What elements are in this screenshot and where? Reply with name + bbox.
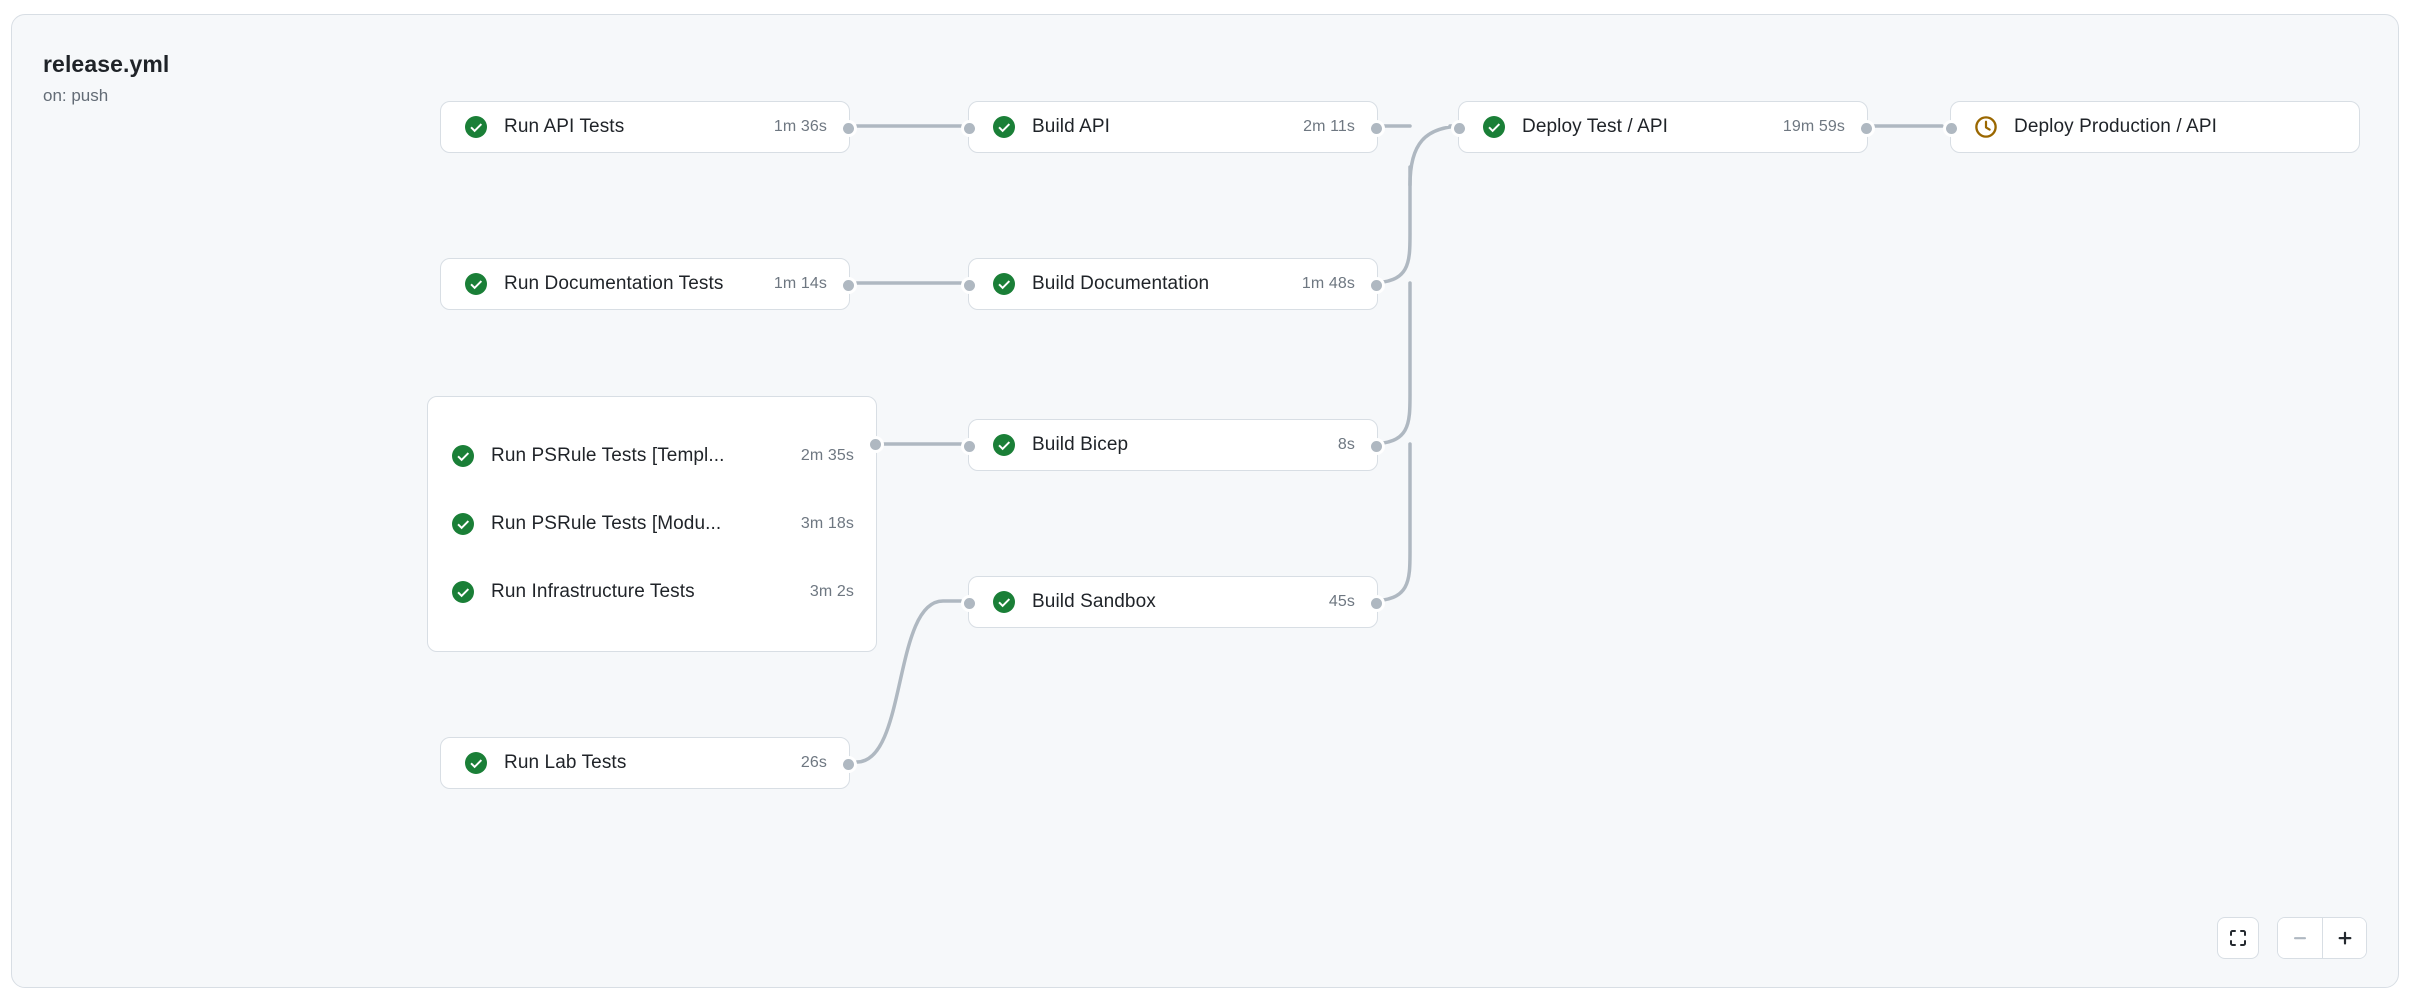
node-label: Deploy Test / API [1522, 116, 1669, 137]
workflow-header: release.yml on: push [43, 49, 169, 108]
node-label: Run Lab Tests [504, 752, 627, 773]
fit-view-icon [2230, 930, 2246, 946]
check-circle-icon [465, 752, 487, 774]
output-handle[interactable] [1368, 277, 1385, 294]
node-label: Run Documentation Tests [504, 273, 724, 294]
check-circle-icon [465, 273, 487, 295]
check-circle-icon [465, 116, 487, 138]
node-duration: 26s [800, 754, 827, 771]
input-handle[interactable] [1943, 120, 1960, 137]
zoom-button-group [2277, 917, 2367, 959]
node-duration: 1m 14s [773, 275, 827, 292]
output-handle[interactable] [1368, 595, 1385, 612]
check-circle-icon [452, 581, 474, 603]
clock-icon [1975, 116, 1997, 138]
node-deploy-production-api[interactable]: Deploy Production / API [1943, 101, 2360, 153]
input-handle[interactable] [961, 277, 978, 294]
input-handle[interactable] [1451, 120, 1468, 137]
workflow-trigger: on: push [43, 86, 109, 106]
node-build-sandbox[interactable]: Build Sandbox 45s [961, 576, 1385, 628]
output-handle[interactable] [867, 436, 884, 453]
zoom-in-button[interactable] [2322, 918, 2366, 958]
workflow-title: release.yml [43, 51, 170, 77]
workflow-canvas[interactable]: release.yml on: push [11, 14, 2399, 988]
node-label: Build Documentation [1032, 273, 1210, 294]
node-deploy-test-api[interactable]: Deploy Test / API 19m 59s [1451, 101, 1875, 153]
node-run-api-tests[interactable]: Run API Tests 1m 36s [440, 101, 857, 153]
output-handle[interactable] [1368, 120, 1385, 137]
check-circle-icon [993, 116, 1015, 138]
output-handle[interactable] [1858, 120, 1875, 137]
plus-icon [2338, 931, 2351, 945]
node-label: Run Infrastructure Tests [491, 581, 695, 602]
check-circle-icon [993, 591, 1015, 613]
node-label: Run PSRule Tests [Modu... [491, 513, 722, 534]
node-run-lab-tests[interactable]: Run Lab Tests 26s [440, 737, 857, 789]
group-row-run-psrule-templates[interactable]: Run PSRule Tests [Templ... 2m 35s [428, 422, 876, 490]
node-duration: 8s [1337, 436, 1355, 453]
group-row-run-infrastructure-tests[interactable]: Run Infrastructure Tests 3m 2s [428, 558, 876, 626]
edge-layer [855, 124, 1944, 764]
node-label: Run API Tests [504, 116, 625, 137]
check-circle-icon [452, 513, 474, 535]
node-run-documentation-tests[interactable]: Run Documentation Tests 1m 14s [440, 258, 857, 310]
node-group-test-jobs[interactable]: Run PSRule Tests [Templ... 2m 35s Run PS… [427, 396, 884, 652]
node-label: Run PSRule Tests [Templ... [491, 445, 725, 466]
node-label: Build Sandbox [1032, 591, 1156, 612]
node-duration: 45s [1328, 593, 1355, 610]
input-handle[interactable] [961, 120, 978, 137]
node-duration: 3m 18s [800, 515, 854, 532]
node-label: Build Bicep [1032, 434, 1129, 455]
node-build-bicep[interactable]: Build Bicep 8s [961, 419, 1385, 471]
check-circle-icon [1483, 116, 1505, 138]
node-build-api[interactable]: Build API 2m 11s [961, 101, 1385, 153]
node-duration: 1m 48s [1301, 275, 1355, 292]
node-duration: 19m 59s [1782, 118, 1845, 135]
node-duration: 1m 36s [773, 118, 827, 135]
group-row-run-psrule-modules[interactable]: Run PSRule Tests [Modu... 3m 18s [428, 490, 876, 558]
canvas-controls [2217, 917, 2367, 959]
fit-view-button[interactable] [2217, 917, 2259, 959]
output-handle[interactable] [840, 756, 857, 773]
check-circle-icon [993, 434, 1015, 456]
zoom-out-button[interactable] [2278, 918, 2322, 958]
check-circle-icon [452, 445, 474, 467]
output-handle[interactable] [840, 277, 857, 294]
node-label: Build API [1032, 116, 1111, 137]
node-duration: 2m 11s [1303, 118, 1355, 135]
node-label: Deploy Production / API [2014, 116, 2217, 137]
input-handle[interactable] [961, 438, 978, 455]
node-duration: 3m 2s [809, 583, 854, 600]
input-handle[interactable] [961, 595, 978, 612]
check-circle-icon [993, 273, 1015, 295]
output-handle[interactable] [1368, 438, 1385, 455]
output-handle[interactable] [840, 120, 857, 137]
node-build-documentation[interactable]: Build Documentation 1m 48s [961, 258, 1385, 310]
node-duration: 2m 35s [800, 447, 854, 464]
minus-icon [2294, 937, 2306, 940]
